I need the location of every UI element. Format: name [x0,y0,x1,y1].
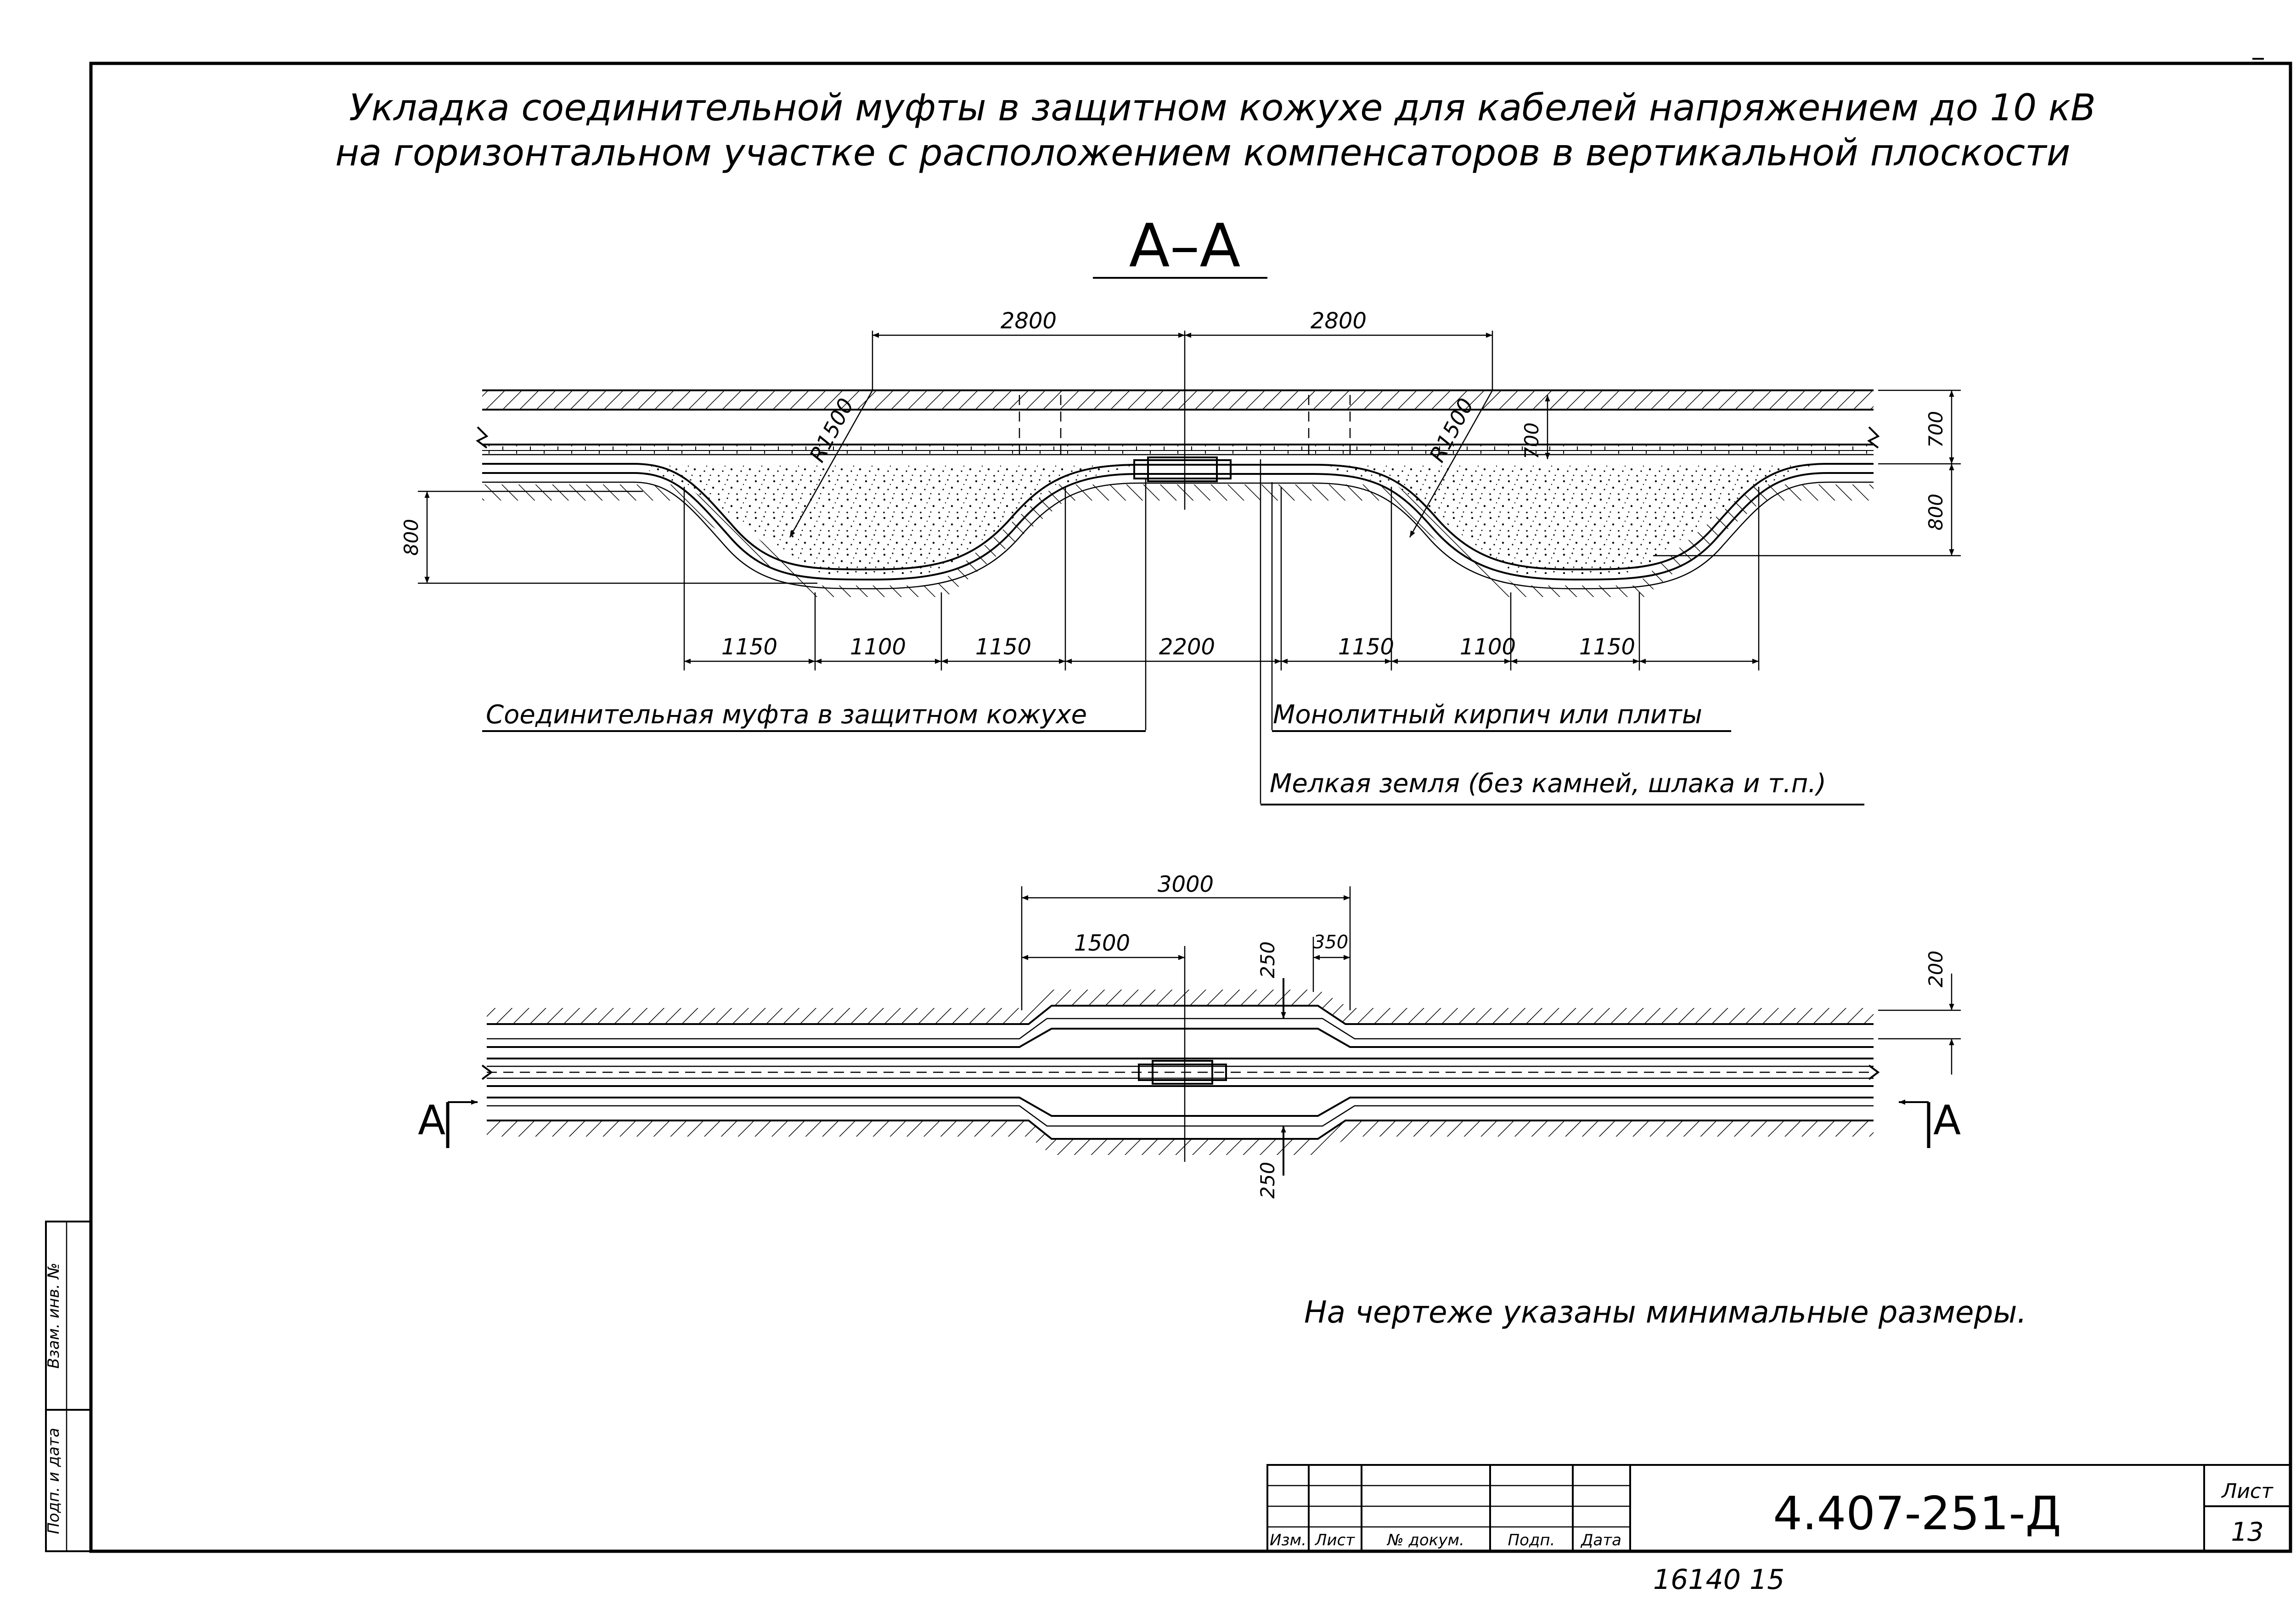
ground-surface-hatch [482,390,1874,410]
sheet-label: Лист [2221,1480,2273,1503]
dim-bottom-4: 2200 [1159,634,1215,660]
plan-view: 3000 1500 350 250 250 200 А А [418,872,1961,1199]
callout-soil: Мелкая земля (без камней, шлака и т.п.) [1270,769,1826,799]
dim-250-top: 250 [1256,941,1279,978]
col-data: Дата [1580,1531,1621,1549]
left-trench-fill [634,464,1139,574]
dim-250-bottom: 250 [1256,1162,1279,1199]
doc-number: 4.407-251-Д [1773,1486,2061,1540]
plan-top-hatch [487,990,1874,1024]
dim-top-left: 2800 [1001,308,1057,334]
section-label: А–А [1129,211,1241,281]
plan-bottom-hatch [487,1121,1874,1155]
section-view: R1500 R1500 2800 2800 700 700 800 800 [400,308,1961,804]
title-block: Изм. Лист № докум. Подп. Дата 4.407-251-… [1266,1464,2291,1552]
drawing-note: На чертеже указаны минимальные размеры. [1304,1295,2027,1330]
col-list: Лист [1314,1531,1355,1549]
dim-right-800: 800 [1925,494,1947,530]
dim-bottom-7: 1150 [1579,634,1635,660]
side-stamp: Взам. инв. № Подп. и дата [45,1221,92,1552]
title-line-2: на горизонтальном участке с расположение… [335,131,2071,174]
stamp-lower-label: Подп. и дата [45,1428,63,1534]
section-coupling [1133,459,1232,479]
dim-bottom-3: 1150 [975,634,1031,660]
cut-label-right: А [1933,1097,1961,1144]
col-dokum: № докум. [1386,1531,1464,1549]
dim-bottom-5: 1150 [1338,634,1394,660]
title-line-1: Укладка соединительной муфты в защитном … [349,86,2096,129]
dim-3000: 3000 [1158,872,1214,897]
dim-right-700: 700 [1925,411,1947,448]
sheet-number: 13 [2231,1517,2263,1547]
cut-label-left: А [418,1097,445,1144]
plan-coupling [1138,1064,1227,1081]
brick-layer [482,445,1874,454]
dim-top-right: 2800 [1311,308,1367,334]
stamp-upper-label: Взам. инв. № [45,1263,63,1369]
dim-inner-700: 700 [1520,422,1543,459]
dim-1500: 1500 [1074,930,1130,956]
col-podp: Подп. [1508,1531,1555,1549]
dim-350: 350 [1313,932,1348,953]
dim-bottom-2: 1100 [850,634,906,660]
dim-bottom-1: 1150 [721,634,777,660]
right-trench-fill [1313,464,1828,574]
drawing-frame [89,62,2292,1553]
callout-brick: Монолитный кирпич или плиты [1273,700,1702,730]
callout-coupling: Соединительная муфта в защитном кожухе [486,700,1087,730]
footer-number: 16140 15 [1653,1564,1784,1596]
dim-200: 200 [1925,951,1947,987]
dim-left-800: 800 [400,519,422,556]
trench-bottom-hatch [482,484,1874,597]
col-izm: Изм. [1270,1531,1306,1549]
dim-bottom-6: 1100 [1460,634,1516,660]
